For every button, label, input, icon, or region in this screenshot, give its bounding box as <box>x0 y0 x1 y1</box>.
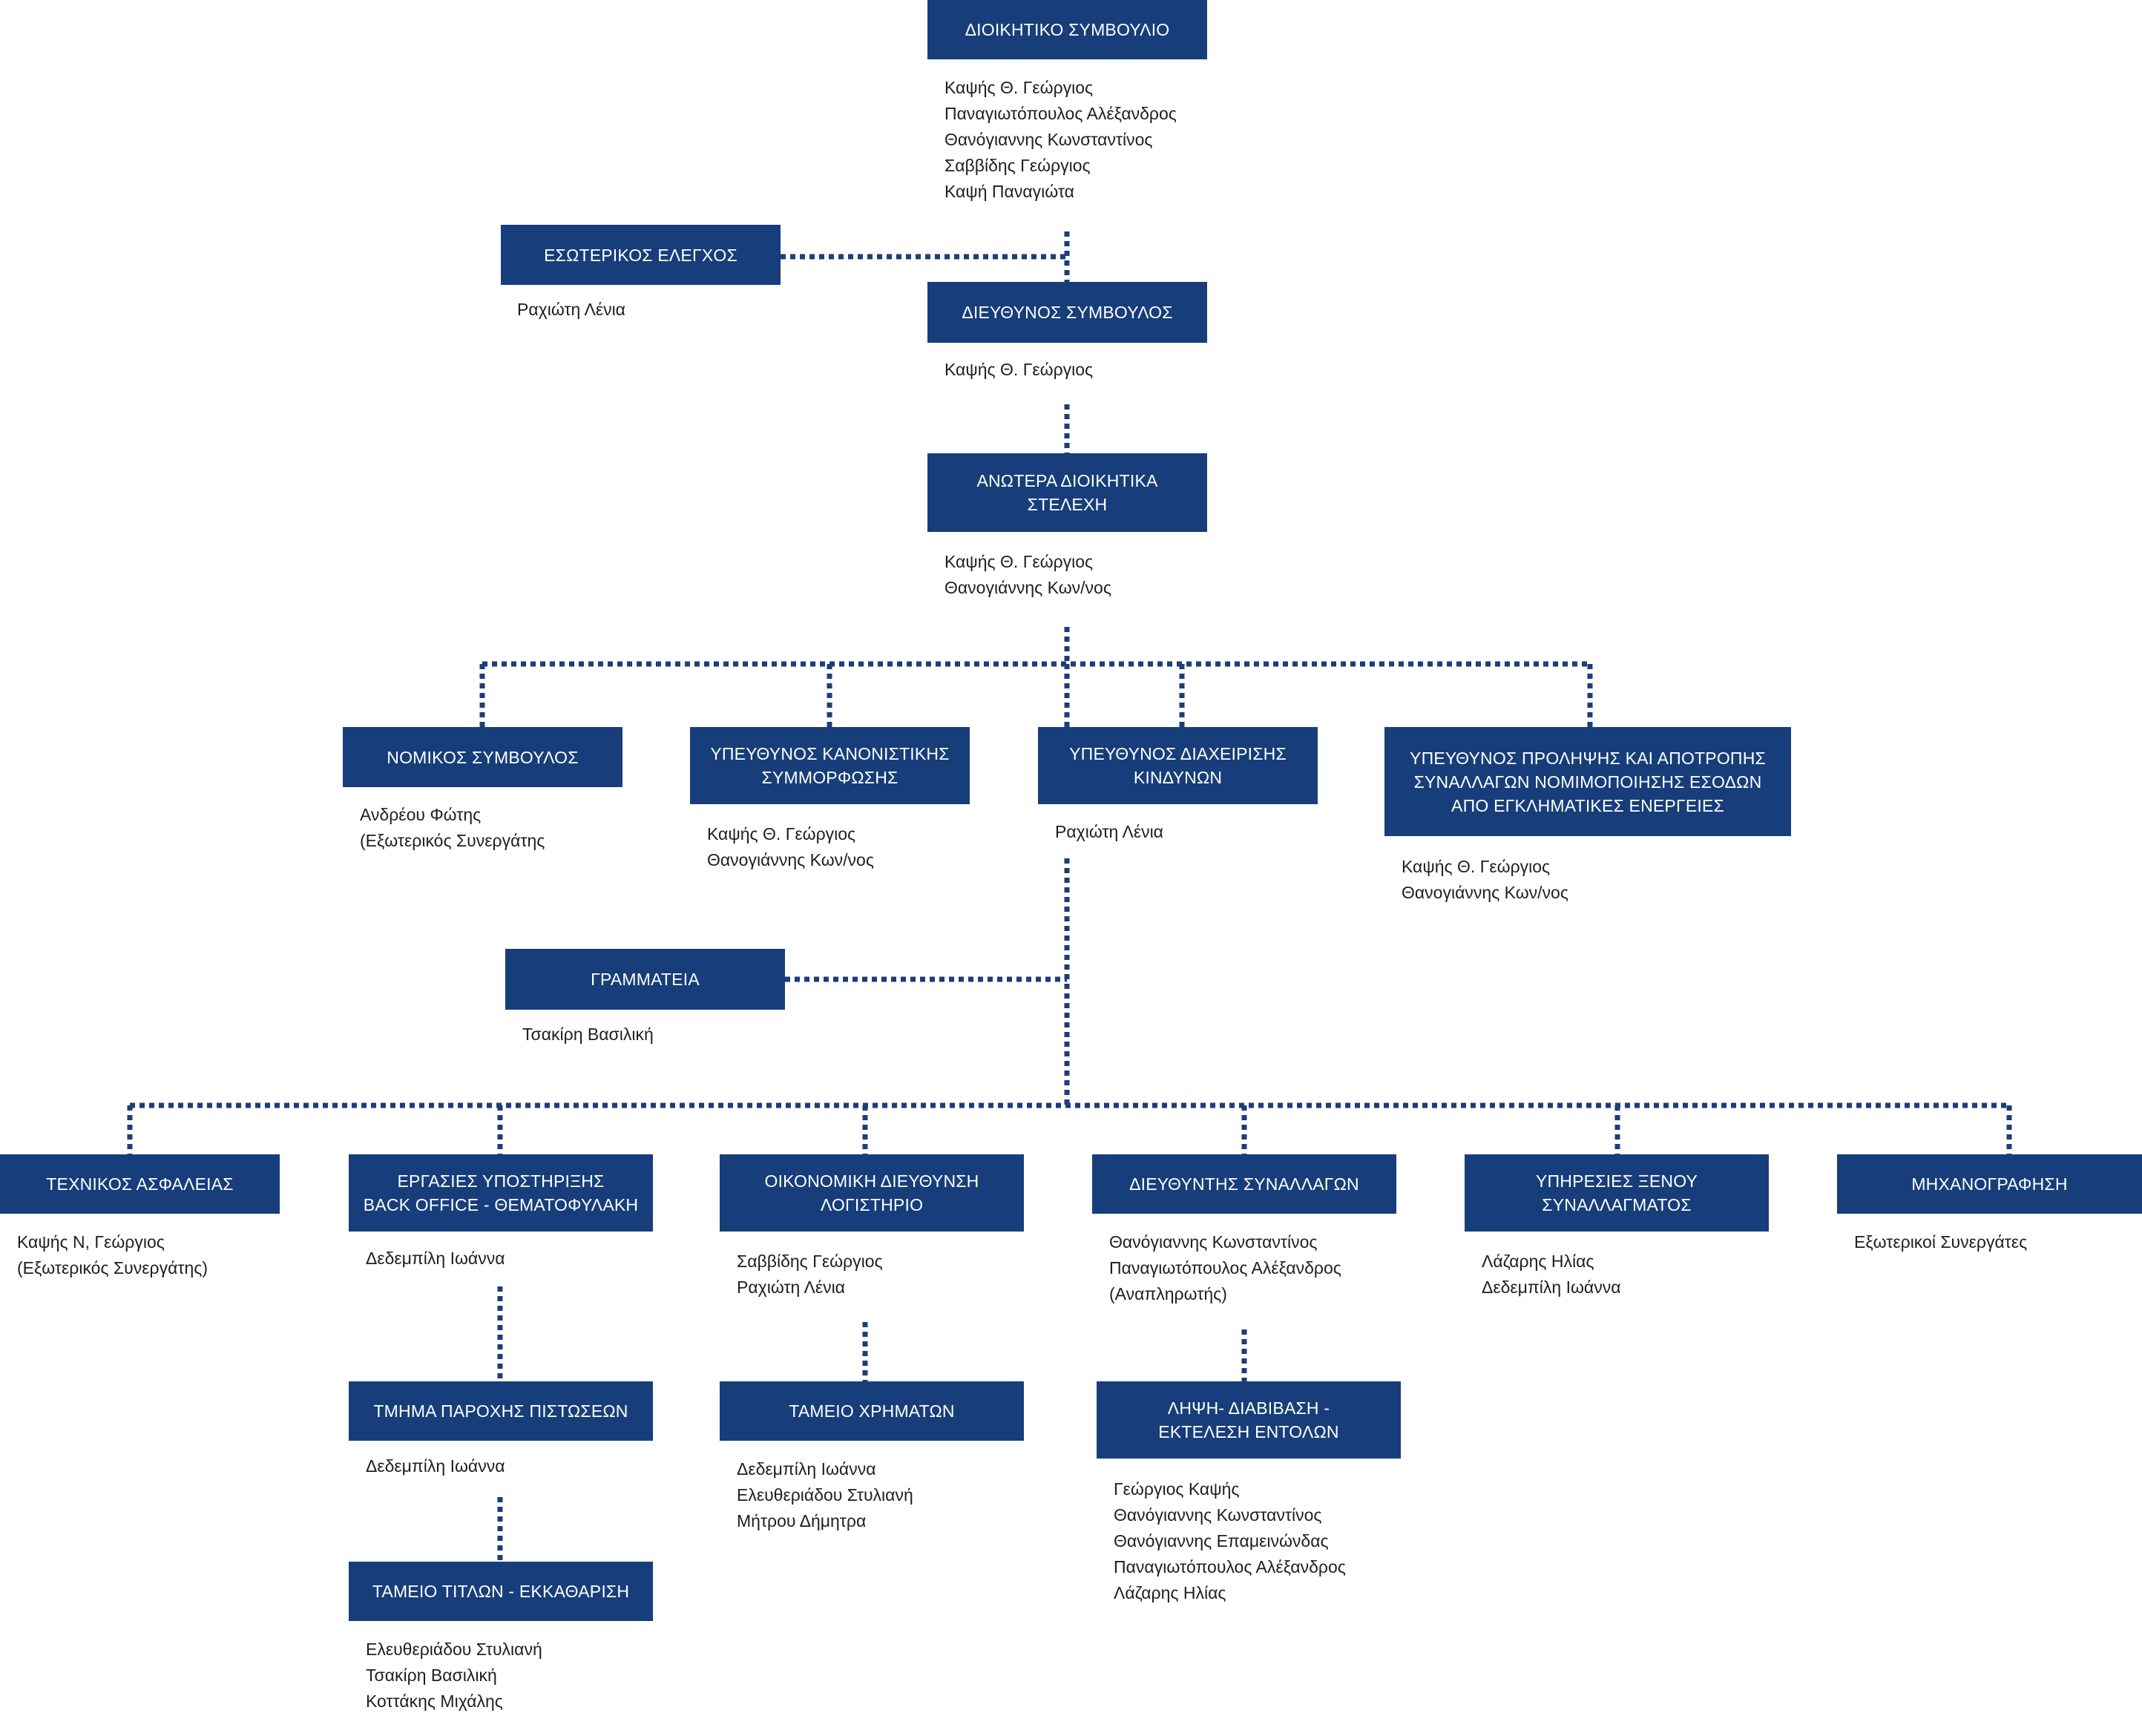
unit-box-risk-management: ΥΠΕΥΘΥΝΟΣ ΔΙΑΧΕΙΡΙΣΗΣ ΚΙΝΔΥΝΩΝ <box>1038 727 1318 804</box>
unit-box-secretariat: ΓΡΑΜΜΑΤΕΙΑ <box>505 949 785 1010</box>
unit-names-internal-audit: Ραχιώτη Λένια <box>517 297 625 323</box>
unit-names-securities-clearing: Ελευθεριάδου Στυλιανή Τσακίρη Βασιλική Κ… <box>366 1637 542 1714</box>
member-name: Σαββίδης Γεώργιος <box>944 156 1091 175</box>
unit-names-board: Καψής Θ. Γεώργιος Παναγιωτόπουλος Αλέξαν… <box>944 75 1177 205</box>
unit-box-ceo: ΔΙΕΥΘΥΝΟΣ ΣΥΜΒΟΥΛΟΣ <box>927 282 1207 343</box>
member-name: Θανόγιαννης Κωνσταντίνος <box>1114 1505 1322 1525</box>
member-name: Ραχιώτη Λένια <box>1055 822 1163 841</box>
member-name: Δεδεμπίλη Ιωάννα <box>366 1456 505 1476</box>
unit-box-back-office: ΕΡΓΑΣΙΕΣ ΥΠΟΣΤΗΡΙΞΗΣ BACK OFFICE - ΘΕΜΑΤ… <box>349 1154 653 1232</box>
member-name: Ραχιώτη Λένια <box>517 300 625 319</box>
member-name: Δεδεμπίλη Ιωάννα <box>1482 1278 1621 1297</box>
member-name: Ραχιώτη Λένια <box>737 1278 845 1297</box>
unit-names-legal-advisor: Ανδρέου Φώτης (Εξωτερικός Συνεργάτης <box>360 802 545 854</box>
member-name: Λάζαρης Ηλίας <box>1114 1583 1226 1602</box>
unit-box-securities-clearing: ΤΑΜΕΙΟ ΤΙΤΛΩΝ - ΕΚΚΑΘΑΡΙΣΗ <box>349 1562 653 1621</box>
member-name: Τσακίρη Βασιλική <box>366 1666 497 1685</box>
member-name: Θανόγιαννης Επαμεινώνδας <box>1114 1531 1329 1551</box>
member-name: Ανδρέου Φώτης <box>360 805 482 824</box>
unit-names-cashier: Δεδεμπίλη Ιωάννα Ελευθεριάδου Στυλιανή Μ… <box>737 1456 913 1534</box>
member-name: (Εξωτερικός Συνεργάτης <box>360 831 545 850</box>
member-name: Κοττάκης Μιχάλης <box>366 1691 503 1711</box>
unit-box-fx-services: ΥΠΗΡΕΣΙΕΣ ΞΕΝΟΥ ΣΥΝΑΛΛΑΓΜΑΤΟΣ <box>1465 1154 1769 1232</box>
member-name: Καψής Θ. Γεώργιος <box>1402 857 1551 876</box>
unit-names-ceo: Καψής Θ. Γεώργιος <box>944 357 1093 383</box>
unit-names-safety-technician: Καψής Ν, Γεώργιος (Εξωτερικός Συνεργάτης… <box>17 1229 208 1281</box>
member-name: Ελευθεριάδου Στυλιανή <box>737 1485 913 1505</box>
unit-box-trading-director: ΔΙΕΥΘΥΝΤΗΣ ΣΥΝΑΛΛΑΓΩΝ <box>1092 1154 1396 1214</box>
member-name: Δεδεμπίλη Ιωάννα <box>366 1249 505 1268</box>
unit-box-order-execution: ΛΗΨΗ- ΔΙΑΒΙΒΑΣΗ - ΕΚΤΕΛΕΣΗ ΕΝΤΟΛΩΝ <box>1097 1381 1401 1459</box>
member-name: (Εξωτερικός Συνεργάτης) <box>17 1258 208 1278</box>
member-name: Καψής Ν, Γεώργιος <box>17 1232 165 1252</box>
member-name: Καψής Θ. Γεώργιος <box>944 78 1094 97</box>
member-name: Θανογιάννης Κων/νος <box>1402 883 1568 902</box>
unit-names-order-execution: Γεώργιος Καψής Θανόγιαννης Κωνσταντίνος … <box>1114 1476 1346 1606</box>
unit-box-aml: ΥΠΕΥΘΥΝΟΣ ΠΡΟΛΗΨΗΣ ΚΑΙ ΑΠΟΤΡΟΠΗΣ ΣΥΝΑΛΛΑ… <box>1384 727 1791 836</box>
member-name: Θανογιάννης Κων/νος <box>944 578 1111 597</box>
member-name: Θανογιάννης Κων/νος <box>707 850 874 869</box>
unit-names-senior-management: Καψής Θ. Γεώργιος Θανογιάννης Κων/νος <box>944 549 1111 601</box>
unit-box-it: ΜΗΧΑΝΟΓΡΑΦΗΣΗ <box>1837 1154 2142 1214</box>
unit-names-trading-director: Θανόγιαννης Κωνσταντίνος Παναγιωτόπουλος… <box>1109 1229 1341 1307</box>
member-name: (Αναπληρωτής) <box>1109 1284 1227 1303</box>
unit-box-legal-advisor: ΝΟΜΙΚΟΣ ΣΥΜΒΟΥΛΟΣ <box>343 727 622 787</box>
member-name: Τσακίρη Βασιλική <box>522 1025 654 1044</box>
unit-names-risk-management: Ραχιώτη Λένια <box>1055 819 1163 845</box>
unit-box-compliance: ΥΠΕΥΘΥΝΟΣ ΚΑΝΟΝΙΣΤΙΚΗΣ ΣΥΜΜΟΡΦΩΣΗΣ <box>690 727 970 804</box>
member-name: Παναγιωτόπουλος Αλέξανδρος <box>1114 1557 1346 1576</box>
unit-names-finance: Σαββίδης Γεώργιος Ραχιώτη Λένια <box>737 1249 883 1301</box>
member-name: Μήτρου Δήμητρα <box>737 1511 867 1530</box>
unit-names-compliance: Καψής Θ. Γεώργιος Θανογιάννης Κων/νος <box>707 821 874 873</box>
member-name: Παναγιωτόπουλος Αλέξανδρος <box>1109 1258 1341 1278</box>
member-name: Δεδεμπίλη Ιωάννα <box>737 1459 876 1479</box>
unit-box-cashier: ΤΑΜΕΙΟ ΧΡΗΜΑΤΩΝ <box>720 1381 1024 1441</box>
unit-names-back-office: Δεδεμπίλη Ιωάννα <box>366 1246 505 1272</box>
unit-names-credit: Δεδεμπίλη Ιωάννα <box>366 1453 505 1479</box>
unit-box-safety-technician: ΤΕΧΝΙΚΟΣ ΑΣΦΑΛΕΙΑΣ <box>0 1154 280 1214</box>
member-name: Εξωτερικοί Συνεργάτες <box>1854 1232 2028 1252</box>
member-name: Καψής Θ. Γεώργιος <box>707 824 856 844</box>
unit-box-senior-management: ΑΝΩΤΕΡΑ ΔΙΟΙΚΗΤΙΚΑ ΣΤΕΛΕΧΗ <box>927 453 1207 532</box>
member-name: Καψής Θ. Γεώργιος <box>944 360 1094 379</box>
member-name: Γεώργιος Καψής <box>1114 1479 1240 1499</box>
unit-names-fx-services: Λάζαρης Ηλίας Δεδεμπίλη Ιωάννα <box>1482 1249 1621 1301</box>
unit-names-aml: Καψής Θ. Γεώργιος Θανογιάννης Κων/νος <box>1402 854 1568 906</box>
member-name: Θανόγιαννης Κωνσταντίνος <box>944 130 1153 149</box>
member-name: Καψή Παναγιώτα <box>944 182 1074 201</box>
unit-box-credit: ΤΜΗΜΑ ΠΑΡΟΧΗΣ ΠΙΣΤΩΣΕΩΝ <box>349 1381 653 1441</box>
member-name: Παναγιωτόπουλος Αλέξανδρος <box>944 104 1177 123</box>
unit-names-secretariat: Τσακίρη Βασιλική <box>522 1022 654 1048</box>
member-name: Σαββίδης Γεώργιος <box>737 1252 883 1271</box>
unit-box-board: ΔΙΟΙΚΗΤΙΚΟ ΣΥΜΒΟΥΛΙΟ <box>927 0 1207 59</box>
member-name: Λάζαρης Ηλίας <box>1482 1252 1594 1271</box>
unit-box-finance: ΟΙΚΟΝΟΜΙΚΗ ΔΙΕΥΘΥΝΣΗ ΛΟΓΙΣΤΗΡΙΟ <box>720 1154 1024 1232</box>
member-name: Καψής Θ. Γεώργιος <box>944 552 1094 571</box>
unit-box-internal-audit: ΕΣΩΤΕΡΙΚΟΣ ΕΛΕΓΧΟΣ <box>501 225 781 285</box>
member-name: Θανόγιαννης Κωνσταντίνος <box>1109 1232 1318 1252</box>
member-name: Ελευθεριάδου Στυλιανή <box>366 1640 542 1659</box>
unit-names-it: Εξωτερικοί Συνεργάτες <box>1854 1229 2027 1255</box>
